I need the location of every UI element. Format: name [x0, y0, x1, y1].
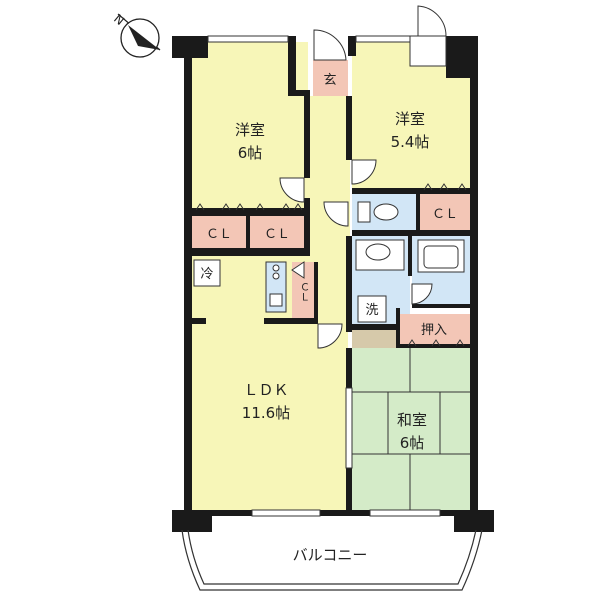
bedroom-left-name: 洋室: [235, 121, 265, 139]
closet-small: [292, 262, 314, 318]
washitsu-name: 和室: [397, 411, 427, 429]
fixtures: [193, 201, 465, 323]
toilet-icon: [357, 201, 371, 223]
bedroom-right-size: 5.4帖: [391, 133, 430, 151]
compass-north-label: N: [111, 12, 127, 28]
fridge-label: 冷: [200, 267, 213, 282]
closet-1: [192, 216, 246, 248]
fridge-icon: [193, 259, 221, 287]
door-swings: [279, 5, 447, 349]
closet-2-label: ＣＬ: [264, 227, 290, 242]
ldk-name: ＬＤＫ: [243, 381, 288, 399]
ldk-size: 11.6帖: [242, 404, 290, 422]
closet-hangers: [195, 183, 467, 347]
entrance-label: 玄: [323, 73, 336, 88]
balcony: [181, 529, 483, 591]
closet-small-label: ＣＬ: [298, 282, 309, 302]
closet-1-label: ＣＬ: [206, 227, 232, 242]
closet-3-label: ＣＬ: [432, 207, 458, 222]
balcony-label: バルコニー: [293, 546, 368, 564]
washer-icon: [357, 295, 387, 323]
bedroom-left-size: 6帖: [238, 144, 263, 162]
tokonoma: [352, 330, 396, 348]
room-washitsu: [352, 348, 470, 510]
closet-3: [420, 194, 470, 230]
entrance-area: [313, 60, 348, 96]
oshiire-label: 押入: [421, 323, 447, 338]
compass-icon: N: [111, 12, 161, 58]
oshiire: [398, 314, 470, 344]
tatami-lines: [352, 348, 470, 510]
washitsu-size: 6帖: [400, 434, 425, 452]
walls: [172, 36, 494, 532]
bedroom-right-name: 洋室: [395, 110, 425, 128]
washer-label: 洗: [365, 303, 378, 318]
closet-2: [250, 216, 304, 248]
